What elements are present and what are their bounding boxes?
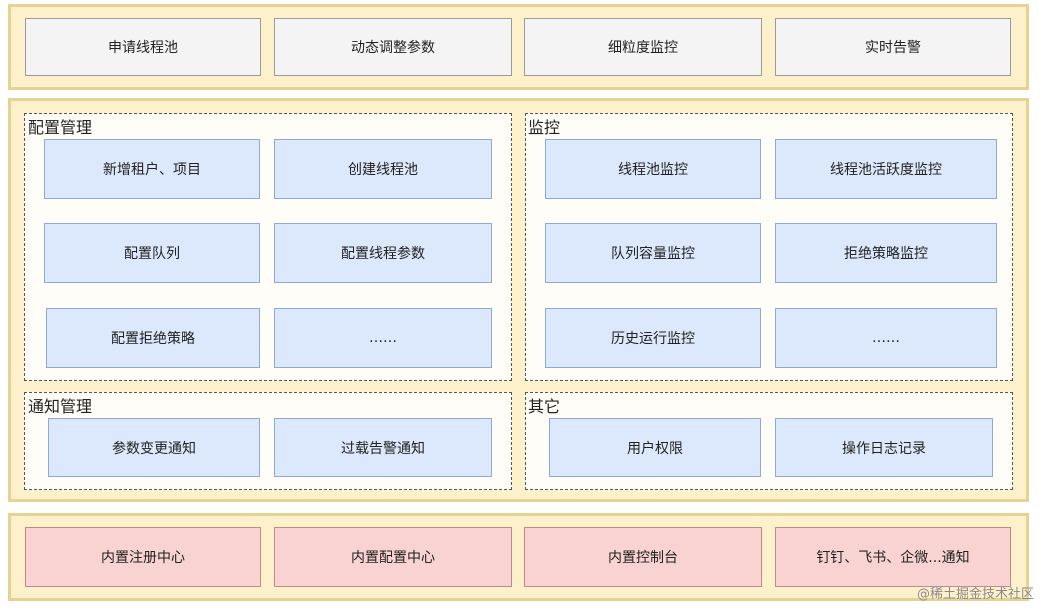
top-item-apply-pool: 申请线程池 (25, 18, 261, 76)
bottom-item-notification-channels: 钉钉、飞书、企微...通知 (775, 527, 1011, 587)
other-item-permission: 用户权限 (549, 418, 761, 477)
top-item-fine-monitor: 细粒度监控 (524, 18, 762, 76)
bottom-item-console: 内置控制台 (524, 527, 762, 587)
config-item-reject-policy: 配置拒绝策略 (46, 308, 260, 368)
monitor-item-more: …… (775, 308, 997, 368)
monitor-item-activity: 线程池活跃度监控 (775, 139, 997, 199)
monitor-item-pool: 线程池监控 (545, 139, 761, 199)
monitor-item-reject-policy: 拒绝策略监控 (775, 223, 997, 283)
config-item-queue: 配置队列 (44, 223, 260, 283)
top-item-dynamic-params: 动态调整参数 (274, 18, 512, 76)
notify-item-overload-alert: 过载告警通知 (274, 418, 492, 477)
config-item-more: …… (274, 308, 492, 368)
bottom-item-config-center: 内置配置中心 (274, 527, 512, 587)
monitor-item-queue-capacity: 队列容量监控 (545, 223, 761, 283)
config-item-thread-params: 配置线程参数 (274, 223, 492, 283)
watermark: @稀土掘金技术社区 (916, 587, 1034, 602)
config-management-title: 配置管理 (28, 118, 93, 137)
config-item-add-tenant: 新增租户、项目 (44, 139, 260, 199)
notify-item-param-change: 参数变更通知 (48, 418, 260, 477)
notification-title: 通知管理 (28, 397, 93, 416)
bottom-item-registry: 内置注册中心 (25, 527, 261, 587)
top-item-realtime-alert: 实时告警 (775, 18, 1011, 76)
config-item-create-pool: 创建线程池 (274, 139, 492, 199)
monitor-title: 监控 (528, 118, 561, 137)
monitor-item-history: 历史运行监控 (545, 308, 761, 368)
other-title: 其它 (528, 397, 561, 416)
other-item-operation-log: 操作日志记录 (775, 418, 993, 477)
